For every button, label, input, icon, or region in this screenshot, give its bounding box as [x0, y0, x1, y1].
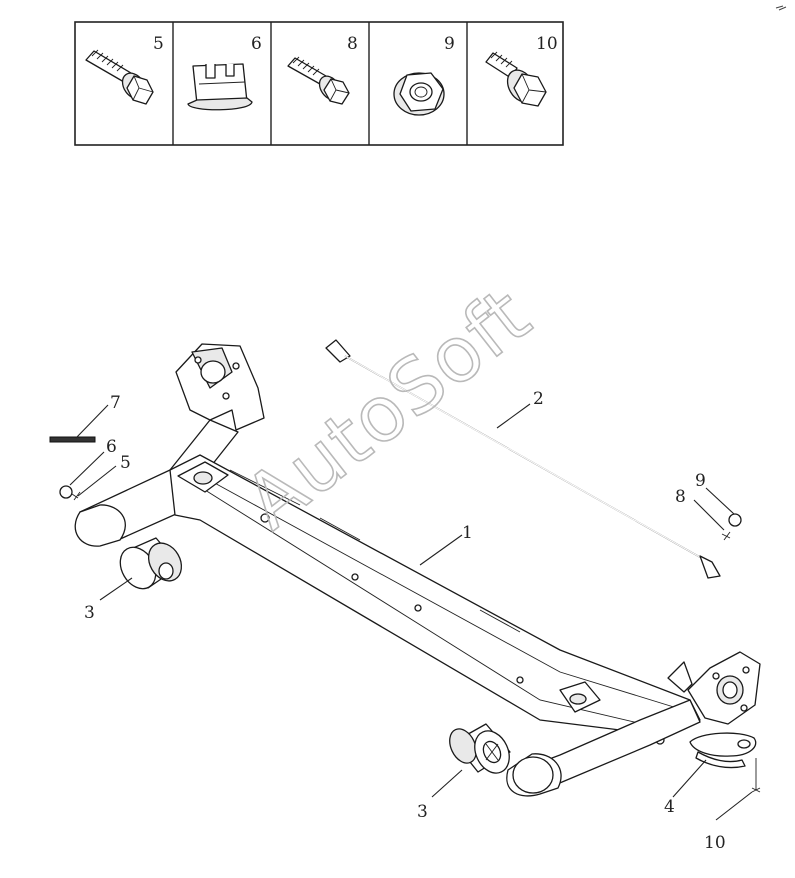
- pin-7: [49, 436, 96, 443]
- nut-9-mark: [728, 513, 742, 527]
- callout-3-left: 3: [84, 603, 95, 623]
- track-rod: [325, 339, 721, 579]
- bolt-8-mark: [721, 531, 731, 541]
- bolt-5-mark: [71, 491, 81, 501]
- callout-10: 10: [704, 833, 726, 853]
- hw-label-5: 5: [153, 34, 164, 54]
- clip-6: [59, 485, 73, 499]
- callout-7: 7: [110, 393, 121, 413]
- callout-1: 1: [462, 523, 473, 543]
- hw-cell-9: 9: [393, 34, 455, 116]
- flange-nut-icon: [393, 72, 445, 116]
- bushing-left: [119, 537, 183, 590]
- rear-axle-beam: [74, 343, 761, 797]
- hw-label-6: 6: [251, 34, 262, 54]
- callout-9: 9: [695, 471, 706, 491]
- short-bolt-icon: [485, 51, 547, 107]
- bracket: [689, 732, 757, 769]
- hw-label-8: 8: [347, 34, 358, 54]
- hw-label-10: 10: [536, 34, 558, 54]
- leader-lines: [69, 403, 753, 821]
- callout-3-right: 3: [417, 802, 428, 822]
- callout-8: 8: [675, 487, 686, 507]
- hardware-panel: 5 6 8: [74, 21, 564, 146]
- callout-numbers: 1 2 3 3 4 5 6 7 8 9 10: [84, 389, 726, 853]
- callout-2: 2: [533, 389, 544, 409]
- hw-label-9: 9: [444, 34, 455, 54]
- hw-cell-5: 5: [85, 34, 164, 105]
- corner-mark: [775, 5, 787, 11]
- callout-4: 4: [664, 797, 675, 817]
- clip-nut-icon: [187, 63, 253, 111]
- flange-bolt-icon: [85, 49, 154, 105]
- bushing-right: [449, 723, 511, 774]
- callout-6: 6: [106, 437, 117, 457]
- bolt-10-mark: [751, 758, 761, 793]
- hw-cell-6: 6: [187, 34, 262, 111]
- callout-5: 5: [120, 453, 131, 473]
- hw-cell-8: 8: [287, 34, 358, 105]
- hw-cell-10: 10: [485, 34, 558, 107]
- watermark: AutoSoft: [228, 270, 546, 546]
- flange-bolt-icon: [287, 56, 350, 105]
